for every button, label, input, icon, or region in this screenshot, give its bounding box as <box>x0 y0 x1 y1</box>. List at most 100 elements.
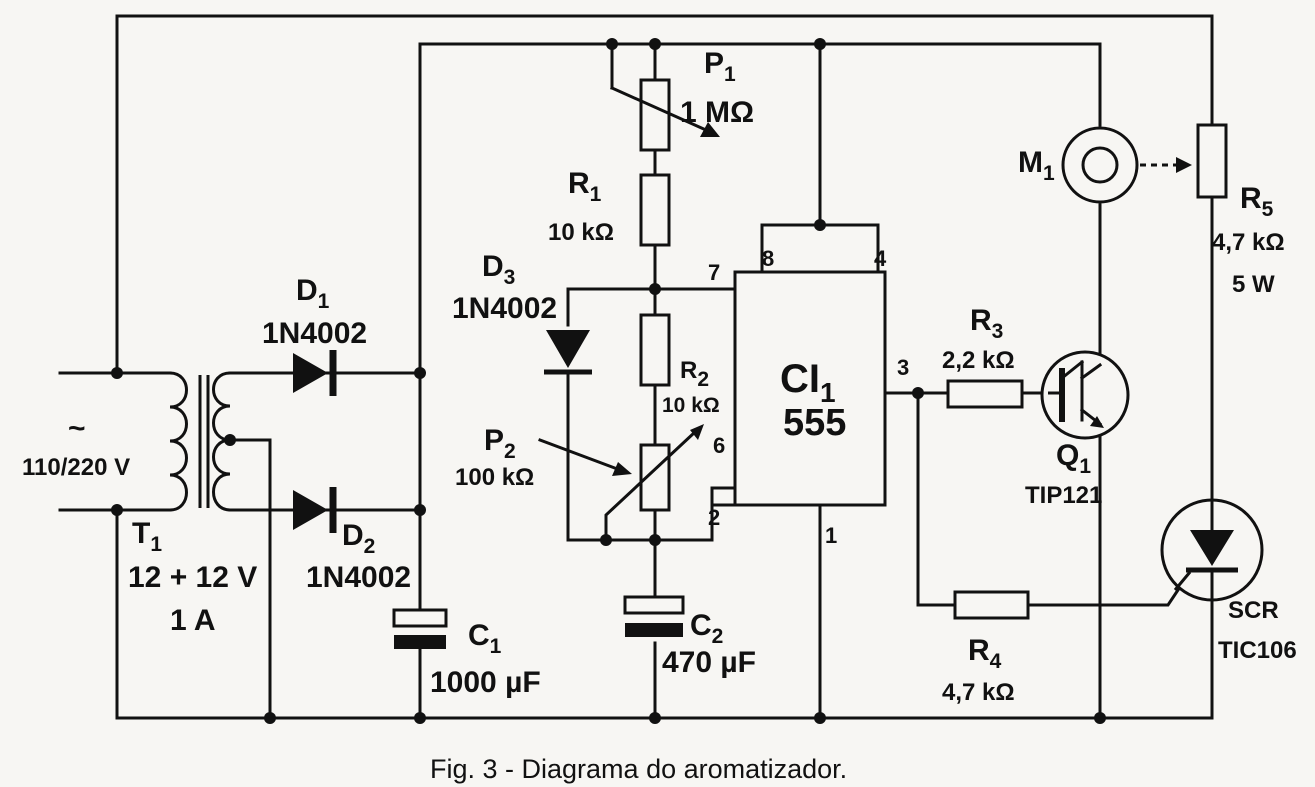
r5-value: 4,7 kΩ <box>1212 229 1285 256</box>
transformer-t1: T1 12 + 12 V 1 A <box>128 371 257 637</box>
ic-body <box>733 270 887 507</box>
q1-emitter-arrow <box>1090 416 1104 428</box>
c1-plate-bottom <box>394 635 446 649</box>
capacitor-c1: C1 1000 µF <box>392 608 541 699</box>
c1-ref: C1 <box>468 619 502 658</box>
r1-value: 10 kΩ <box>548 219 614 246</box>
junction-dot <box>606 38 618 50</box>
pin-label: 1 <box>825 523 837 548</box>
d3-triangle <box>546 330 590 368</box>
p1-arrow-head <box>700 122 720 137</box>
pin-label: 3 <box>897 355 909 380</box>
p1-value: 1 MΩ <box>680 96 754 129</box>
primary-coil <box>168 371 188 512</box>
ic-ref: CI1 <box>780 357 836 408</box>
junctions <box>111 38 1106 724</box>
diode-d3: D3 1N4002 <box>452 250 592 375</box>
c1-plate-top <box>392 608 448 628</box>
ic-value: 555 <box>783 402 846 444</box>
scr-ref: SCR <box>1228 597 1279 624</box>
m1-coupling-arrow <box>1176 157 1192 173</box>
q1-internal <box>1059 359 1103 427</box>
c2-plate-top <box>623 595 685 615</box>
resistor-r5: R5 4,7 kΩ 5 W <box>1196 123 1285 298</box>
junction-dot <box>649 283 661 295</box>
p2-pointer <box>538 438 622 472</box>
diode-d2: D2 1N4002 <box>293 487 411 594</box>
d1-value: 1N4002 <box>262 317 367 350</box>
r4-ref: R4 <box>968 634 1002 673</box>
junction-dot <box>814 712 826 724</box>
ac-symbol: ~ <box>68 412 86 445</box>
figure-caption: Fig. 3 - Diagrama do aromatizador. <box>430 754 847 784</box>
t1-ref: T1 <box>132 517 162 556</box>
junction-dot <box>414 504 426 516</box>
r1-body <box>639 173 671 247</box>
p1-ref: P1 <box>704 47 736 86</box>
resistor-r3: R3 2,2 kΩ <box>942 304 1024 409</box>
junction-dot <box>814 38 826 50</box>
q1-ref: Q1 <box>1056 439 1091 478</box>
transistor-q1: Q1 TIP121 <box>1025 350 1130 509</box>
pin-label: 7 <box>708 260 720 285</box>
r2-body <box>639 313 671 387</box>
q1-circle <box>1040 350 1130 440</box>
wire-pins-8-4 <box>760 223 880 274</box>
pin-label: 8 <box>762 246 774 271</box>
junction-dot <box>649 38 661 50</box>
secondary-coil <box>212 371 232 512</box>
r3-body <box>946 379 1024 409</box>
wire-ground-rail <box>115 508 1214 720</box>
junction-dot <box>414 367 426 379</box>
r5-ref: R5 <box>1240 182 1274 221</box>
d2-ref: D2 <box>342 519 375 558</box>
potentiometer-p2: P2 100 kΩ <box>455 424 704 542</box>
d2-value: 1N4002 <box>306 561 411 594</box>
junction-dot <box>414 712 426 724</box>
r3-ref: R3 <box>970 304 1003 343</box>
pin-label: 2 <box>708 505 720 530</box>
wire-positive-rail <box>418 42 1102 612</box>
ic-555: 8 4 7 6 2 3 1 CI1 555 <box>708 246 909 548</box>
junction-dot <box>649 712 661 724</box>
scr-triangle <box>1190 530 1234 566</box>
wire-center-tap <box>228 438 272 720</box>
diode-d1: D1 1N4002 <box>262 274 367 396</box>
wire-to-r4 <box>916 391 957 607</box>
pin-label: 6 <box>713 433 725 458</box>
junction-dot <box>111 367 123 379</box>
wire-r4-gate <box>1026 572 1191 607</box>
m1-outer <box>1061 126 1139 204</box>
wire-mains-top <box>115 14 1214 375</box>
p2-pointer-head <box>612 462 632 476</box>
thyristor-scr: SCR TIC106 <box>1160 498 1297 664</box>
d3-ref: D3 <box>482 250 515 289</box>
p1-body <box>639 78 671 152</box>
q1-value: TIP121 <box>1025 482 1102 509</box>
p2-value: 100 kΩ <box>455 464 534 491</box>
r1-ref: R1 <box>568 167 602 206</box>
source-voltage: 110/220 V <box>22 454 130 481</box>
junction-dot <box>814 219 826 231</box>
resistor-r4: R4 4,7 kΩ <box>942 590 1030 706</box>
c2-value: 470 µF <box>662 646 756 679</box>
c2-plate-bottom <box>625 623 683 637</box>
motor-m1: M1 <box>1018 126 1192 204</box>
c2-ref: C2 <box>690 609 723 648</box>
d2-anode-triangle <box>293 490 328 530</box>
junction-dot <box>1094 712 1106 724</box>
d3-value: 1N4002 <box>452 292 557 325</box>
d1-anode-triangle <box>293 353 328 393</box>
r5-body <box>1196 123 1228 199</box>
resistor-r2: R2 10 kΩ <box>639 313 720 417</box>
c1-value: 1000 µF <box>430 666 541 699</box>
r5-power: 5 W <box>1232 271 1275 298</box>
p2-trim-arrow <box>690 424 704 440</box>
r4-value: 4,7 kΩ <box>942 679 1015 706</box>
junction-dot <box>264 712 276 724</box>
m1-inner <box>1081 146 1119 184</box>
r4-body <box>953 590 1030 620</box>
p2-body <box>639 443 671 512</box>
